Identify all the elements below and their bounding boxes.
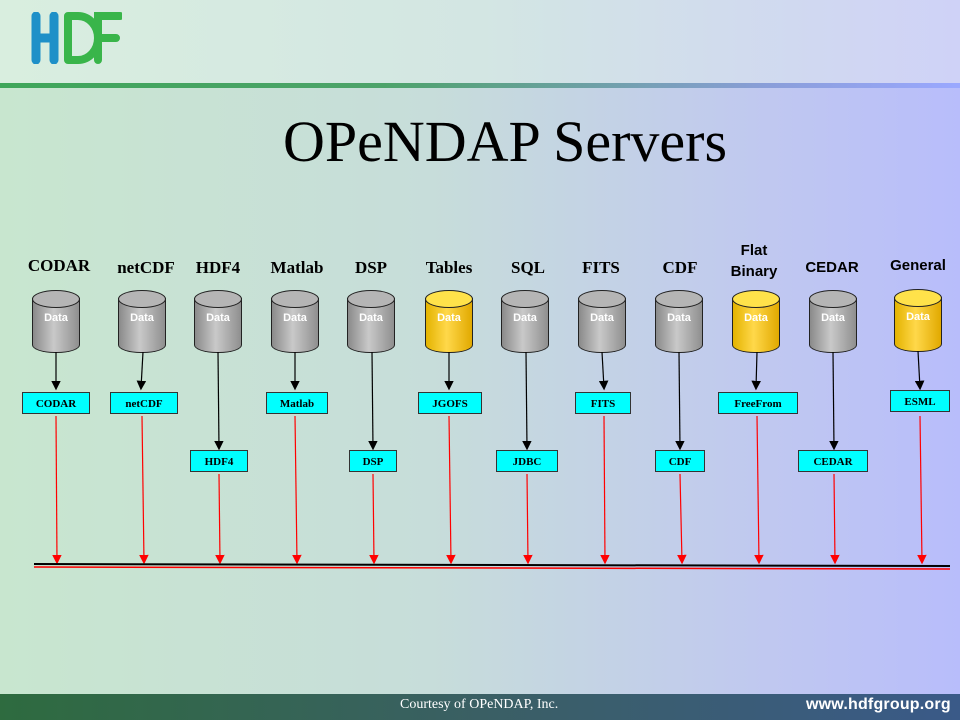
server-box-codar: CODAR <box>22 392 90 414</box>
server-box-cdf: CDF <box>655 450 705 472</box>
cylinder-label: Data <box>359 312 383 324</box>
hdf-logo <box>30 11 124 69</box>
heading-matlab: Matlab <box>270 258 324 277</box>
network-bus <box>33 563 951 567</box>
cylinder-label: Data <box>437 312 461 324</box>
heading-tables: Tables <box>425 258 473 277</box>
footer-credit: Courtesy of OPeNDAP, Inc. <box>400 697 559 712</box>
footer-bar <box>0 694 960 720</box>
server-box-jgofs: JGOFS <box>418 392 482 414</box>
page-title: OPeNDAP Servers <box>282 109 728 174</box>
server-box-hdf4: HDF4 <box>190 450 248 472</box>
heading-cedar: CEDAR <box>805 259 859 276</box>
heading-codar: CODAR <box>27 256 91 275</box>
cylinder-label: Data <box>44 312 68 324</box>
heading-cdf: CDF <box>662 258 698 277</box>
server-box-matlab: Matlab <box>266 392 328 414</box>
server-to-bus-arrows <box>52 415 927 565</box>
cylinder-label: Data <box>206 312 230 324</box>
server-box-cedar: CEDAR <box>798 450 868 472</box>
heading-fits: FITS <box>582 258 620 277</box>
heading-general: General <box>890 257 946 274</box>
cylinder-label: Data <box>667 312 691 324</box>
server-box-fits: FITS <box>575 392 631 414</box>
cylinder-label: Data <box>744 312 768 324</box>
server-box-esml: ESML <box>890 390 950 412</box>
server-box-freefrom: FreeFrom <box>718 392 798 414</box>
cylinder-label: Data <box>513 312 537 324</box>
header-bar <box>0 0 960 84</box>
network-bus-red <box>33 566 951 570</box>
cylinder-label: Data <box>130 312 154 324</box>
heading-dsp: DSP <box>354 258 388 277</box>
heading-sql: SQL <box>510 258 546 277</box>
cylinder-label: Data <box>906 311 930 323</box>
server-box-jdbc: JDBC <box>496 450 558 472</box>
cylinder-label: Data <box>283 312 307 324</box>
cylinder-label: Data <box>590 312 614 324</box>
heading-flat-binary: Flat Binary <box>730 242 778 280</box>
data-to-server-arrows <box>51 350 925 451</box>
server-box-dsp: DSP <box>349 450 397 472</box>
footer-url: www.hdfgroup.org <box>806 696 951 713</box>
heading-hdf4: HDF4 <box>195 258 241 277</box>
cylinder-label: Data <box>821 312 845 324</box>
server-box-netcdf: netCDF <box>110 392 178 414</box>
header-divider <box>0 83 960 88</box>
heading-netcdf: netCDF <box>117 258 175 277</box>
